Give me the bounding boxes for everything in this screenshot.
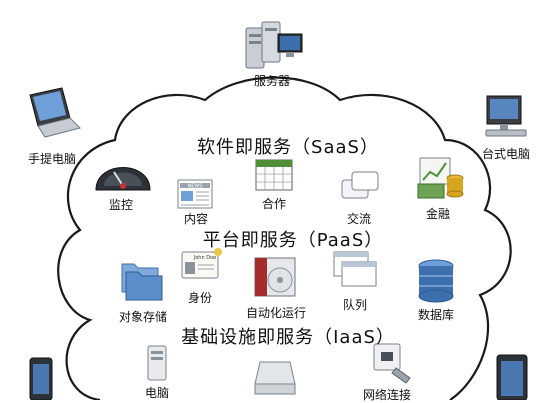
automation-icon [254,257,296,297]
content-label: 内容 [183,212,209,226]
server-label: 服务器 [253,74,291,88]
monitoring-label: 监控 [108,198,134,212]
finance-icon [417,157,464,199]
object-storage-icon [121,263,163,301]
content-icon: NEWS [177,179,213,209]
identity-icon: John Doe [181,248,222,279]
storage-drive-icon [254,361,296,395]
network-icon [373,343,411,384]
computer-icon [147,345,167,381]
identity-label: 身份 [187,291,213,305]
queue-label: 队列 [342,298,368,312]
phone-icon [29,357,53,400]
communication-icon [341,171,379,199]
news-header-text: NEWS [187,184,202,190]
desktop-label: 台式电脑 [481,147,531,161]
database-label: 数据库 [417,308,455,322]
communication-label: 交流 [346,212,372,226]
collaboration-label: 合作 [261,197,287,211]
queue-icon [333,251,377,287]
saas-heading: 软件即服务（SaaS） [197,137,379,158]
cloud-outline [57,76,512,400]
server-icon [245,21,303,69]
laptop-label: 手提电脑 [27,152,77,166]
desktop-icon [485,95,527,137]
iaas-heading: 基础设施即服务（IaaS） [181,327,395,348]
finance-label: 金融 [425,207,451,221]
collaboration-icon [255,159,293,191]
laptop-icon [29,87,81,138]
automation-label: 自动化运行 [245,306,307,320]
id-card-name-text: John Doe [193,255,216,261]
computer-label: 电脑 [144,386,170,400]
database-icon [418,259,454,303]
object-storage-label: 对象存储 [118,310,168,324]
paas-heading: 平台即服务（PaaS） [202,230,384,251]
tablet-icon [496,354,528,400]
network-label: 网络连接 [362,388,412,402]
monitoring-icon [95,167,151,191]
